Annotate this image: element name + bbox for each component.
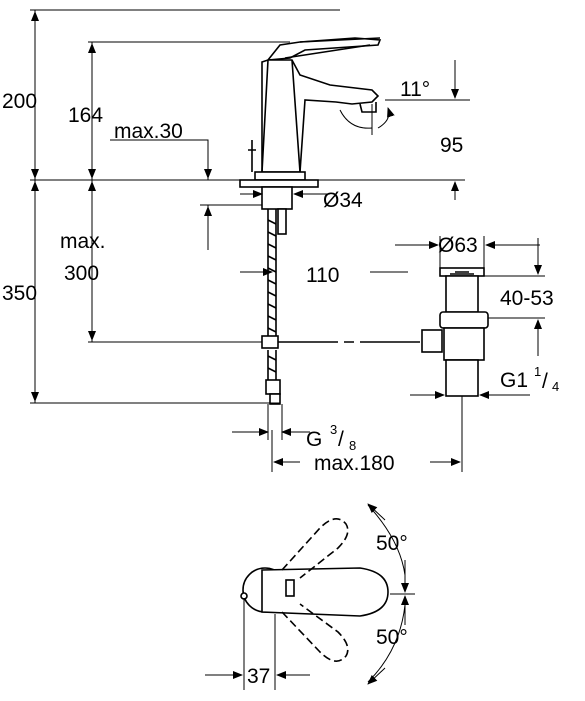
lever-right-position <box>281 603 349 662</box>
mounting-shank <box>261 186 293 210</box>
label-40-53: 40-53 <box>500 287 554 310</box>
label-50deg-bottom: 50° <box>376 626 408 649</box>
svg-text:1: 1 <box>534 364 541 379</box>
label-50deg-top: 50° <box>376 532 408 555</box>
base-plate <box>239 179 319 188</box>
svg-text:/: / <box>338 428 344 451</box>
top-spout <box>261 567 389 617</box>
faucet-top-view <box>205 503 415 690</box>
dimension-lines <box>30 9 545 472</box>
waste-nut <box>439 311 489 329</box>
svg-text:3: 3 <box>330 422 337 437</box>
svg-text:4: 4 <box>552 379 559 394</box>
body-edges <box>261 59 301 173</box>
lever-left-position <box>281 518 349 579</box>
label-95: 95 <box>440 134 463 157</box>
top-aerator <box>285 579 295 597</box>
faucet-base <box>254 171 306 181</box>
flexible-hose <box>267 209 277 380</box>
waste-body <box>443 327 485 361</box>
waste-plug <box>450 271 474 275</box>
dim-max30-leader <box>110 139 209 180</box>
hose-connector <box>261 335 279 349</box>
label-max180: max.180 <box>314 452 395 475</box>
faucet-side-view <box>239 37 420 405</box>
label-200: 200 <box>2 90 37 113</box>
label-dia34: Ø34 <box>323 189 363 212</box>
label-max: max. <box>60 230 106 253</box>
lever-detail <box>284 37 381 59</box>
faucet-body <box>261 59 380 173</box>
label-110: 110 <box>306 264 339 287</box>
waste-tailpiece <box>445 359 479 397</box>
svg-text:/: / <box>542 370 548 393</box>
label-max30: max.30 <box>114 120 183 143</box>
aerator <box>359 102 377 113</box>
svg-text:G1: G1 <box>500 369 528 392</box>
waste-fitting <box>421 267 489 397</box>
svg-text:8: 8 <box>349 438 356 453</box>
label-164: 164 <box>68 104 103 127</box>
dimension-labels: 200 164 max.30 11° 95 Ø34 max. 300 350 1… <box>2 78 559 688</box>
lever-outline <box>266 37 382 61</box>
label-350: 350 <box>2 282 37 305</box>
popup-rod <box>248 140 256 172</box>
label-g-3-8: G 3 / 8 <box>306 422 356 453</box>
label-dia63: Ø63 <box>438 234 478 257</box>
label-300: 300 <box>64 262 99 285</box>
stud <box>277 208 287 235</box>
angle-11-arc <box>339 109 373 129</box>
label-11deg: 11° <box>400 78 430 101</box>
hose-nut <box>265 379 281 395</box>
waste-side-connector <box>421 329 443 353</box>
label-37: 37 <box>247 665 270 688</box>
hose-end <box>269 393 281 405</box>
label-g1-1-4: G1 1 / 4 <box>500 364 559 394</box>
svg-text:G: G <box>306 428 322 451</box>
waste-body-top <box>445 275 479 313</box>
